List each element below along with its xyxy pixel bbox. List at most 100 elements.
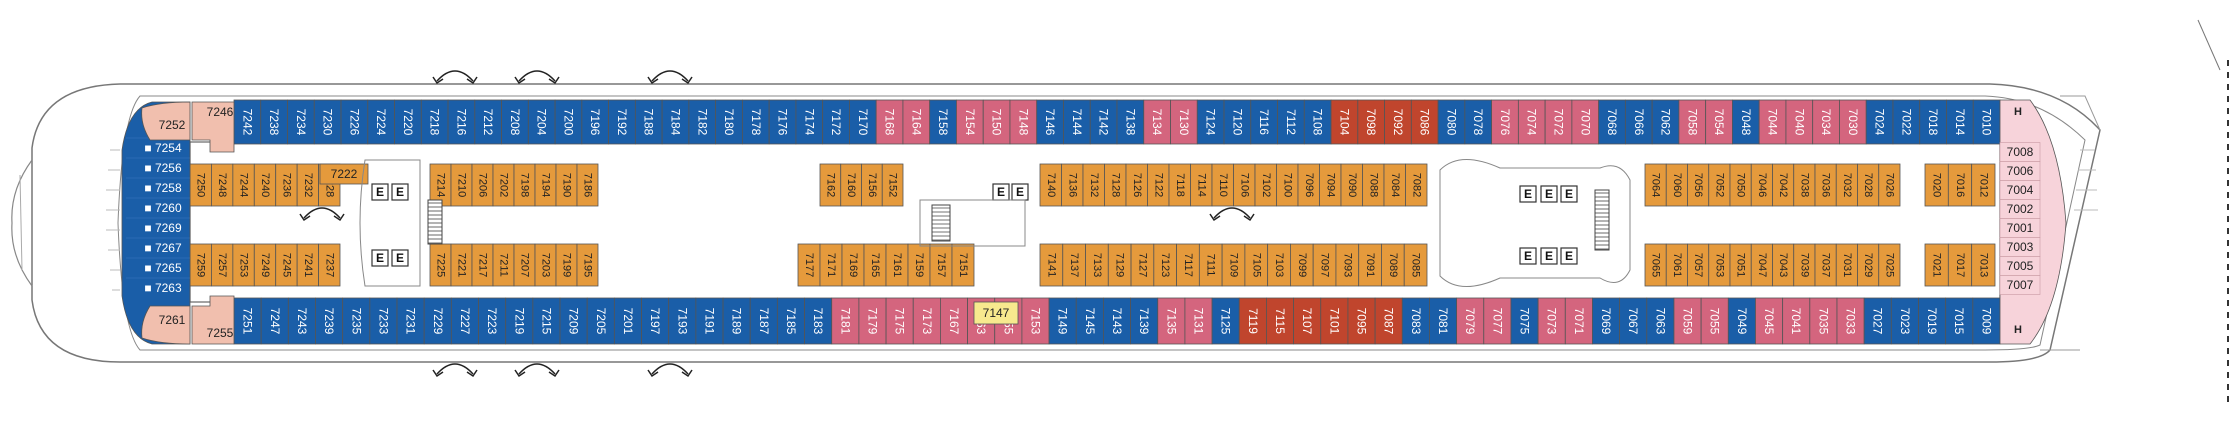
cabin-7169[interactable]: 7169: [841, 243, 865, 287]
cabin-7187[interactable]: 7187: [749, 297, 778, 345]
cabin-7028[interactable]: 7028: [1857, 163, 1880, 207]
cabin-7216[interactable]: 7216: [447, 99, 476, 145]
cabin-7016[interactable]: 7016: [1947, 163, 1973, 207]
cabin-7009[interactable]: 7009: [1972, 297, 2001, 345]
cabin-7195[interactable]: 7195: [576, 243, 599, 287]
cabin-7095[interactable]: 7095: [1347, 297, 1376, 345]
cabin-7209[interactable]: 7209: [559, 297, 588, 345]
cabin-7140[interactable]: 7140: [1039, 163, 1062, 207]
cabin-7109[interactable]: 7109: [1221, 243, 1246, 287]
cabin-7063[interactable]: 7063: [1646, 297, 1675, 345]
cabin-7227[interactable]: 7227: [450, 297, 479, 345]
cabin-7177[interactable]: 7177: [797, 243, 821, 287]
cabin-7234[interactable]: 7234: [287, 99, 315, 145]
cabin-7134[interactable]: 7134: [1143, 99, 1171, 145]
cabin-7013[interactable]: 7013: [1971, 243, 1996, 287]
cabin-7032[interactable]: 7032: [1835, 163, 1858, 207]
cabin-7038[interactable]: 7038: [1793, 163, 1816, 207]
cabin-7061[interactable]: 7061: [1665, 243, 1688, 287]
cabin-7070[interactable]: 7070: [1571, 99, 1600, 145]
cabin-7075[interactable]: 7075: [1510, 297, 1539, 345]
cabin-7025[interactable]: 7025: [1878, 243, 1901, 287]
cabin-7238[interactable]: 7238: [260, 99, 288, 145]
cabin-7088[interactable]: 7088: [1362, 163, 1385, 207]
cabin-7223[interactable]: 7223: [478, 297, 507, 345]
cabin-7160[interactable]: 7160: [840, 163, 862, 207]
cabin-7054[interactable]: 7054: [1705, 99, 1733, 145]
cabin-7042[interactable]: 7042: [1772, 163, 1795, 207]
cabin-7081[interactable]: 7081: [1429, 297, 1458, 345]
cabin-7092[interactable]: 7092: [1384, 99, 1412, 145]
cabin-7087[interactable]: 7087: [1374, 297, 1403, 345]
cabin-7158[interactable]: 7158: [929, 99, 957, 145]
cabin-7114[interactable]: 7114: [1190, 163, 1213, 207]
cabin-7133[interactable]: 7133: [1085, 243, 1109, 287]
cabin-7196[interactable]: 7196: [581, 99, 610, 145]
cabin-7237[interactable]: 7237: [318, 243, 341, 287]
cabin-7119[interactable]: 7119: [1238, 297, 1267, 345]
cabin-7004[interactable]: 7004: [1999, 180, 2041, 200]
cabin-7222[interactable]: 7222: [319, 163, 369, 185]
cabin-7193[interactable]: 7193: [668, 297, 697, 345]
cabin-7007[interactable]: 7007: [1999, 275, 2041, 295]
cabin-7136[interactable]: 7136: [1061, 163, 1084, 207]
cabin-7069[interactable]: 7069: [1592, 297, 1621, 345]
cabin-7175[interactable]: 7175: [885, 297, 914, 345]
cabin-7191[interactable]: 7191: [695, 297, 724, 345]
cabin-7045[interactable]: 7045: [1755, 297, 1784, 345]
cabin-7012[interactable]: 7012: [1971, 163, 1996, 207]
cabin-7074[interactable]: 7074: [1517, 99, 1546, 145]
cabin-7120[interactable]: 7120: [1223, 99, 1252, 145]
cabin-7098[interactable]: 7098: [1357, 99, 1385, 145]
cabin-7060[interactable]: 7060: [1665, 163, 1688, 207]
cabin-7127[interactable]: 7127: [1130, 243, 1155, 287]
cabin-7230[interactable]: 7230: [313, 99, 342, 145]
cabin-7217[interactable]: 7217: [471, 243, 494, 287]
cabin-7055[interactable]: 7055: [1700, 297, 1729, 345]
cabin-7225[interactable]: 7225: [429, 243, 452, 287]
cabin-7047[interactable]: 7047: [1750, 243, 1773, 287]
cabin-7062[interactable]: 7062: [1651, 99, 1680, 145]
cabin-7135[interactable]: 7135: [1157, 297, 1186, 345]
cabin-7207[interactable]: 7207: [513, 243, 536, 287]
cabin-7100[interactable]: 7100: [1276, 163, 1299, 207]
cabin-7261[interactable]: 7261: [159, 313, 186, 327]
cabin-7184[interactable]: 7184: [661, 99, 690, 145]
cabin-7019[interactable]: 7019: [1918, 297, 1947, 345]
cabin-7050[interactable]: 7050: [1729, 163, 1752, 207]
cabin-7153[interactable]: 7153: [1021, 297, 1050, 345]
cabin-7164[interactable]: 7164: [902, 99, 931, 145]
cabin-7212[interactable]: 7212: [474, 99, 502, 145]
cabin-7010[interactable]: 7010: [1972, 99, 2001, 145]
cabin-7171[interactable]: 7171: [819, 243, 843, 287]
cabin-7079[interactable]: 7079: [1456, 297, 1485, 345]
cabin-7077[interactable]: 7077: [1483, 297, 1512, 345]
cabin-7053[interactable]: 7053: [1708, 243, 1731, 287]
cabin-7116[interactable]: 7116: [1250, 99, 1278, 145]
cabin-7065[interactable]: 7065: [1644, 243, 1667, 287]
cabin-7141[interactable]: 7141: [1039, 243, 1064, 287]
cabin-7198[interactable]: 7198: [513, 163, 536, 207]
cabin-7244[interactable]: 7244: [232, 163, 255, 207]
cabin-7076[interactable]: 7076: [1491, 99, 1519, 145]
cabin-7001[interactable]: 7001: [1999, 218, 2041, 238]
cabin-7201[interactable]: 7201: [613, 297, 642, 345]
cabin-7139[interactable]: 7139: [1130, 297, 1159, 345]
cabin-7110[interactable]: 7110: [1211, 163, 1234, 207]
cabin-7066[interactable]: 7066: [1624, 99, 1653, 145]
cabin-7263[interactable]: ■ 7263: [126, 277, 190, 295]
cabin-7067[interactable]: 7067: [1619, 297, 1648, 345]
cabin-7242[interactable]: 7242: [233, 99, 262, 145]
cabin-7072[interactable]: 7072: [1544, 99, 1573, 145]
cabin-7014[interactable]: 7014: [1946, 99, 1974, 145]
cabin-7017[interactable]: 7017: [1947, 243, 1973, 287]
cabin-7249[interactable]: 7249: [253, 243, 277, 287]
cabin-7026[interactable]: 7026: [1878, 163, 1901, 207]
cabin-7189[interactable]: 7189: [722, 297, 751, 345]
cabin-7015[interactable]: 7015: [1945, 297, 1974, 345]
cabin-7179[interactable]: 7179: [858, 297, 887, 345]
cabin-7108[interactable]: 7108: [1303, 99, 1332, 145]
cabin-7241[interactable]: 7241: [296, 243, 319, 287]
cabin-7260[interactable]: ■ 7260: [126, 197, 190, 215]
cabin-7226[interactable]: 7226: [340, 99, 369, 145]
